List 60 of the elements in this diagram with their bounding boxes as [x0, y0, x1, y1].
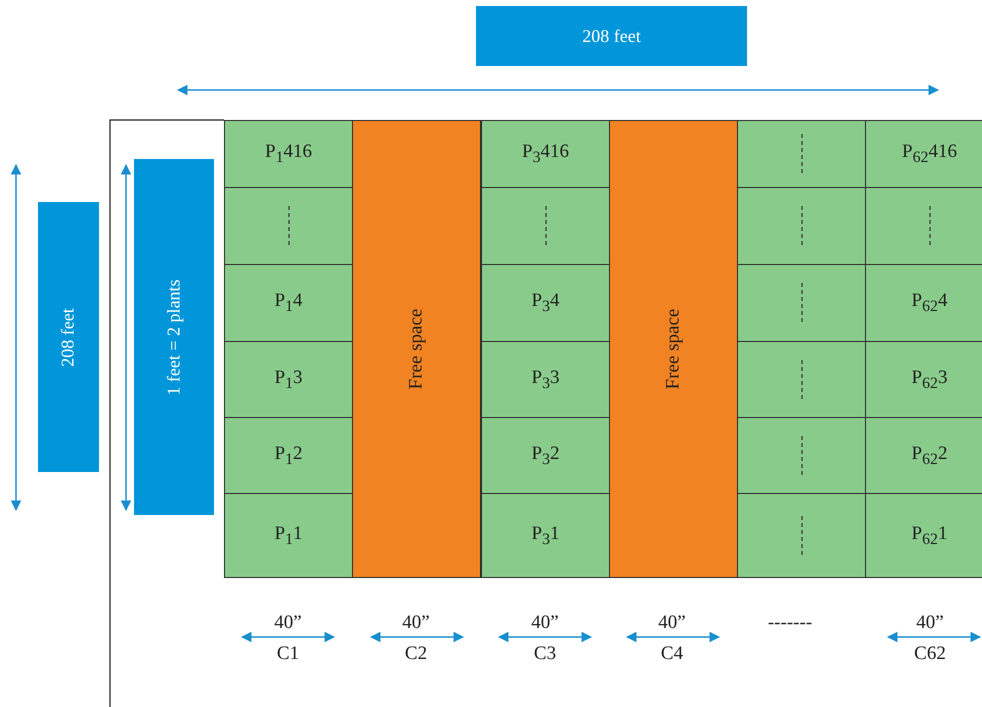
plant-cell	[737, 341, 866, 418]
cell-label: P$_{1}$1	[274, 522, 302, 548]
dimension-label: 40”	[402, 612, 430, 634]
dimension-label: C62	[914, 643, 946, 665]
plant-cell	[481, 493, 610, 578]
plant-cell	[224, 493, 353, 578]
plant-cell	[737, 264, 866, 342]
free-space-column	[609, 120, 738, 578]
dimension-box	[38, 202, 99, 472]
dimension-label: C1	[276, 643, 300, 665]
dimension-label: C4	[660, 643, 684, 665]
plant-cell	[481, 341, 610, 418]
plant-cell	[224, 417, 353, 494]
plant-cell	[481, 120, 610, 188]
plant-cell	[224, 341, 353, 418]
plant-cell	[737, 417, 866, 494]
dimension-label: 40”	[531, 612, 559, 634]
cell-label: 208 feet	[582, 26, 641, 46]
cell-label: P$_{3}$4	[532, 290, 560, 316]
plant-cell	[481, 264, 610, 342]
cell-label: Free space	[406, 308, 428, 390]
dimension-label: C2	[404, 643, 428, 665]
cell-label: P$_{3}$2	[532, 442, 560, 468]
cell-label: P$_{3}$1	[532, 522, 560, 548]
dimension-label: 40”	[658, 612, 686, 634]
dimension-box	[134, 159, 214, 515]
dimension-label: 40”	[916, 612, 944, 634]
cell-label: P$_{1}$2	[274, 442, 302, 468]
plant-cell	[865, 120, 982, 188]
cell-label: P$_{62}$416	[902, 141, 957, 167]
cell-label: 208 feet	[58, 308, 79, 366]
plant-cell	[224, 264, 353, 342]
free-space-column	[352, 120, 481, 578]
cell-label: P$_{1}$416	[265, 141, 312, 167]
plant-cell	[865, 493, 982, 578]
dimension-box	[476, 6, 747, 66]
plant-cell	[224, 187, 353, 265]
plant-cell	[481, 417, 610, 494]
cell-label: P$_{62}$3	[912, 366, 948, 392]
cell-label: P$_{1}$4	[274, 290, 302, 316]
plant-cell	[865, 187, 982, 265]
plant-cell	[865, 417, 982, 494]
plant-cell	[737, 187, 866, 265]
cell-label: P$_{1}$3	[274, 366, 302, 392]
plant-cell	[865, 264, 982, 342]
dimension-label: C3	[534, 643, 556, 665]
plant-cell	[865, 341, 982, 418]
plant-cell	[481, 187, 610, 265]
dimension-label: -------	[768, 612, 812, 634]
cell-label: P$_{3}$3	[532, 366, 560, 392]
cell-label: P$_{62}$4	[912, 290, 948, 316]
cell-label: P$_{62}$2	[912, 442, 948, 468]
cell-label: 1 feet = 2 plants	[164, 278, 184, 396]
dimension-label: 40”	[274, 612, 302, 634]
cell-label: P$_{62}$1	[912, 522, 948, 548]
plant-cell	[737, 120, 866, 188]
plant-cell	[224, 120, 353, 188]
cell-label: P$_{3}$416	[522, 141, 569, 167]
plant-cell	[737, 493, 866, 578]
cell-label: Free space	[662, 308, 684, 390]
